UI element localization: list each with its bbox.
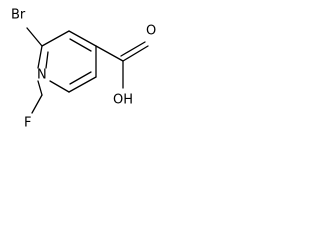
atom-hydroxyl: OH [113,93,133,108]
bond-c6-f-link [31,94,43,114]
atom-fluorine: F [24,116,31,131]
bond-n1-c2-inner [45,51,49,69]
bond-c4-carboxyl [95,45,124,62]
atom-nitrogen: N [37,68,47,83]
bond-n1-c2 [37,45,43,69]
bond-c2-br [26,27,43,47]
atom-bromine: Br [11,8,26,23]
atom-carbonyl-oxygen: O [146,24,156,39]
bond-carboxyl-co-double [120,41,146,57]
bond-c5-c6-inner [69,71,92,85]
bond-c2-c3 [41,30,70,47]
bond-c3-c4-inner [69,38,92,52]
bond-c3-c4 [68,30,97,47]
bond-carboxyl-co [122,45,149,62]
chemical-structure-diagram: Br N F O OH [11,8,156,131]
bond-c6-n1 [49,80,70,93]
bond-c5-c6 [68,76,97,93]
bond-c2-n1-lower [37,80,43,96]
